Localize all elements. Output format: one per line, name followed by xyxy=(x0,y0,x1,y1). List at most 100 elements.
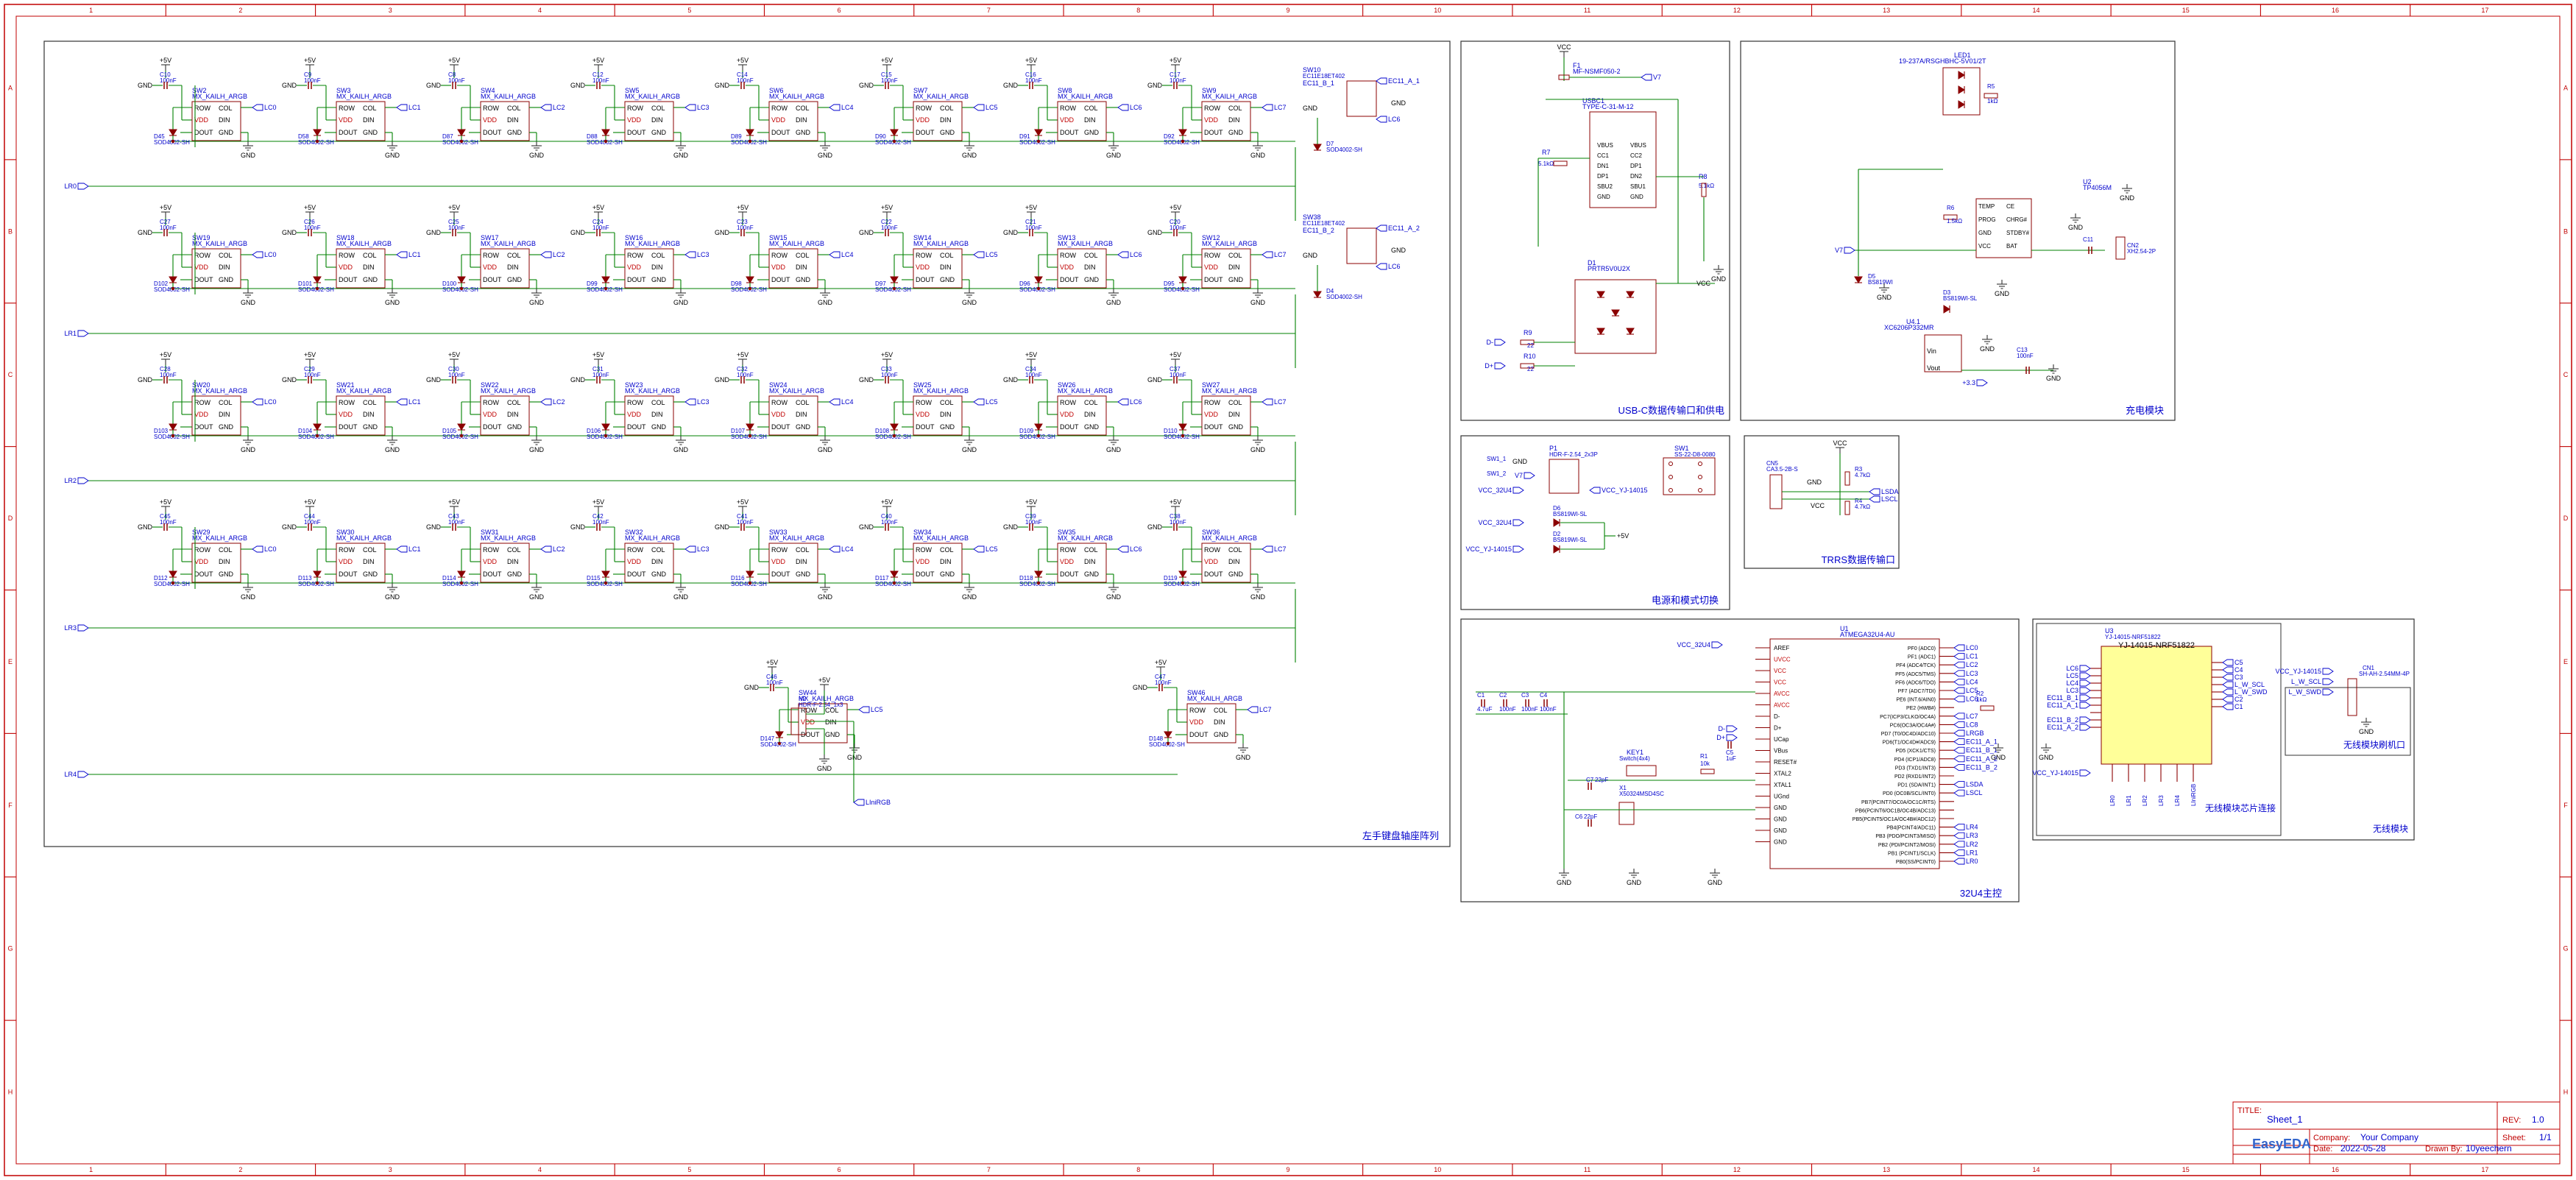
usbc-pin-left: DP1 xyxy=(1597,173,1609,180)
pin-row: ROW xyxy=(771,546,788,554)
gnd-text: GND xyxy=(138,229,153,236)
pwr-label: +5V xyxy=(1155,659,1167,666)
switch-part: MX_KAILH_ARGB xyxy=(1058,387,1113,395)
cap-ref: C28 xyxy=(160,366,171,372)
power-symbol: +5V xyxy=(1170,498,1181,512)
led-diode-2 xyxy=(1958,100,1965,109)
pin-dout: DOUT xyxy=(194,129,213,136)
border-row-label: A xyxy=(2563,84,2568,91)
net-flag: LC5 xyxy=(973,545,998,553)
pin-col: COL xyxy=(219,399,233,406)
cap-C46 xyxy=(770,684,774,691)
diode-body xyxy=(1034,276,1043,283)
mcu-cap-ref: C2 xyxy=(1499,692,1507,699)
diode-ref: D92 xyxy=(1164,133,1175,140)
pin-vdd: VDD xyxy=(194,264,209,271)
pwr-label: +5V xyxy=(592,57,604,64)
panel-wireless xyxy=(2032,618,2415,841)
net-flag-label: LC6 xyxy=(1388,263,1401,270)
border-row-label: A xyxy=(8,84,13,91)
ldo-body xyxy=(1924,334,1962,372)
gnd-label: GND xyxy=(241,593,256,601)
net-flag: LC3 xyxy=(684,398,710,406)
gnd-symbol: GND xyxy=(241,141,256,159)
header-part: HDR-F-2.54_1x3 xyxy=(799,702,843,708)
net-flag: EC11_B_1 xyxy=(2047,694,2091,702)
net-flag-label: VCC_YJ-14015 xyxy=(1602,487,1648,494)
diode-body xyxy=(601,276,610,283)
cap-ref: C17 xyxy=(1170,71,1181,78)
header-ref: H2 xyxy=(799,696,807,702)
c13-val: 100nF xyxy=(2017,353,2034,359)
junction-dot xyxy=(1181,286,1185,291)
net-flag-label: LC3 xyxy=(1966,670,1978,677)
net-flag-shape xyxy=(1953,746,1965,754)
drawn-value: 10yeechern xyxy=(2466,1143,2512,1153)
junction-dot xyxy=(604,581,608,585)
power-symbol: +5V xyxy=(1025,498,1037,512)
cap-value: 100nF xyxy=(737,225,754,231)
switch-body xyxy=(624,248,674,289)
net-flag-label: LC4 xyxy=(841,398,854,406)
net-flag: LC3 xyxy=(684,545,710,553)
net-flag-label: LC3 xyxy=(2066,687,2078,694)
r5 xyxy=(1984,93,1998,99)
cap-ref: C47 xyxy=(1155,674,1166,680)
gnd-symbol: GND xyxy=(529,583,545,601)
net-flag-label: LC7 xyxy=(1274,251,1287,258)
junction-dot xyxy=(171,581,175,585)
diode-body xyxy=(1034,129,1043,136)
net-flag-shape xyxy=(540,398,552,406)
tvs-body xyxy=(1574,279,1657,354)
junction-dot xyxy=(315,139,319,144)
gnd-label: GND xyxy=(1236,754,1251,761)
fuse-part: MF-NSMF050-2 xyxy=(1573,68,1621,75)
net-flag: LR0 xyxy=(1953,858,1978,865)
border-row-label: G xyxy=(7,945,13,953)
pin-vdd: VDD xyxy=(627,411,642,418)
pin-col: COL xyxy=(796,399,810,406)
net-flag: LC1 xyxy=(396,104,421,111)
border-row-label: H xyxy=(8,1089,13,1096)
cn1-part: SH-AH-2.54MM-4P xyxy=(2359,671,2410,677)
cap-value: 100nF xyxy=(592,225,609,231)
pwr-label: +5V xyxy=(1170,57,1181,64)
r10-ref: R10 xyxy=(1524,353,1536,360)
p1-net1: SW1_1 xyxy=(1487,456,1507,462)
net-flag-label: LC8 xyxy=(1966,721,1978,728)
nrf-body xyxy=(2101,646,2212,765)
net-flag-label: LC6 xyxy=(1130,398,1142,406)
panel-charge xyxy=(1740,40,2176,421)
pin-vdd: VDD xyxy=(339,558,353,565)
net-flag: LC6 xyxy=(1953,696,1978,703)
pin-col: COL xyxy=(825,707,839,714)
switch-body xyxy=(798,703,848,743)
pin-vdd: VDD xyxy=(483,411,498,418)
diode-body xyxy=(1313,144,1322,151)
pin-gnd: GND xyxy=(507,423,523,431)
switch-ref: SW17 xyxy=(481,234,499,241)
diode-body xyxy=(1164,731,1172,738)
gnd-label: GND xyxy=(385,152,400,159)
diode-D97 xyxy=(890,276,899,283)
net-flag-label: LC2 xyxy=(553,398,565,406)
net-flag-shape xyxy=(1376,116,1387,123)
net-flag-label: LR0 xyxy=(64,183,77,190)
power-symbol: +5V xyxy=(1170,204,1181,218)
sheet-inner-border xyxy=(15,15,2561,1165)
diode-D101 xyxy=(313,276,322,283)
pin-row: ROW xyxy=(194,399,211,406)
net-flag: LC1 xyxy=(1953,653,1978,660)
pin-vdd: VDD xyxy=(483,116,498,124)
switch-ref: SW44 xyxy=(799,689,817,696)
cap-value: 100nF xyxy=(160,519,177,526)
switch-ref: SW30 xyxy=(336,529,355,536)
gnd-label: GND xyxy=(241,299,256,306)
switch-part: MX_KAILH_ARGB xyxy=(625,240,680,247)
mcu-cap-val: 100nF xyxy=(1540,706,1557,713)
sw1-contact xyxy=(1669,475,1673,479)
pin-dout: DOUT xyxy=(483,129,502,136)
